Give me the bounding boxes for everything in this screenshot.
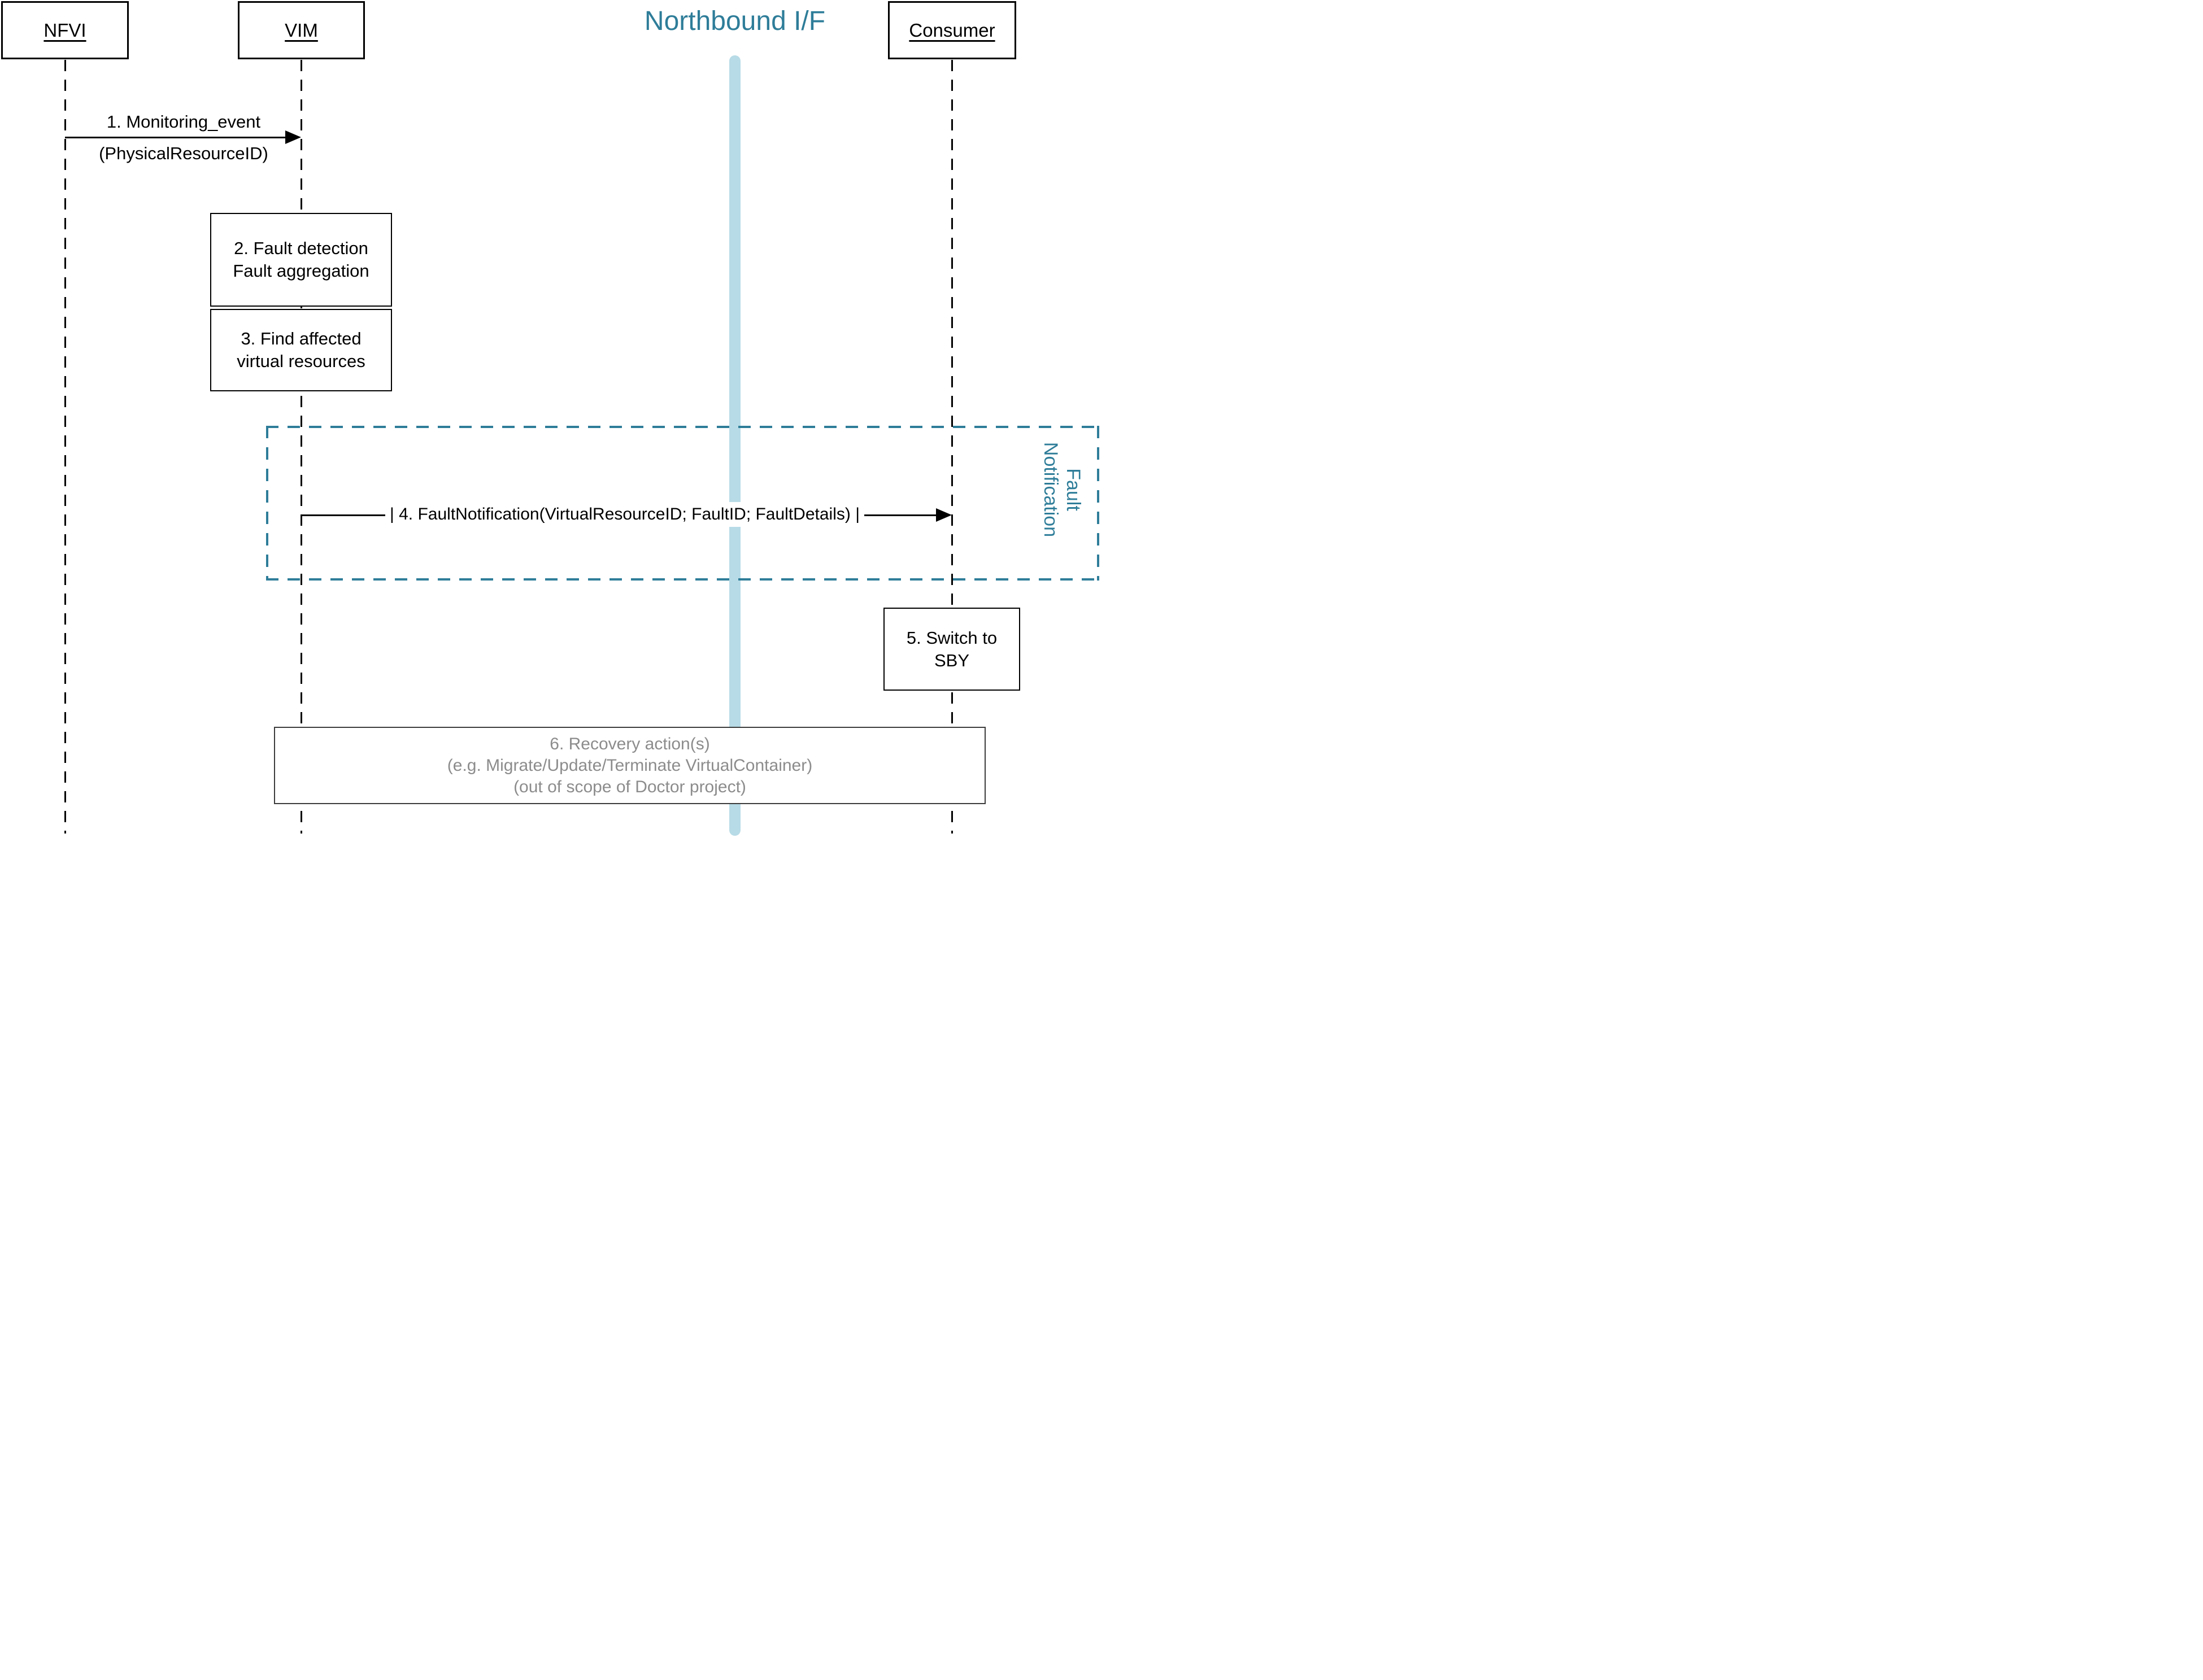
vim-lifeline [301,60,302,834]
group-frame-right-edge [1097,426,1099,581]
step2-line2: Fault aggregation [233,261,369,281]
message1-arrow-line [65,137,286,138]
group-label-line1: Fault [1063,468,1084,511]
participant-consumer: Consumer [888,1,1016,59]
message1-arrowhead-icon [285,130,301,144]
nfvi-lifeline [64,60,66,834]
group-frame-left-edge [266,426,268,581]
step2-line1: 2. Fault detection [234,238,368,258]
step6-line3: (out of scope of Doctor project) [513,777,746,796]
sequence-diagram: Northbound I/F Fault Notification NFVI V… [0,0,1102,840]
message1-label-line1: 1. Monitoring_event [106,112,261,132]
participant-vim-label: VIM [285,19,318,41]
consumer-lifeline [951,60,953,834]
step6-recovery-actions-box: 6. Recovery action(s) (e.g. Migrate/Upda… [274,727,986,804]
participant-vim: VIM [238,1,365,59]
message4-label: | 4. FaultNotification(VirtualResourceID… [385,502,865,527]
step2-fault-detection-box: 2. Fault detection Fault aggregation [210,213,392,307]
step5-line2: SBY [934,650,970,670]
participant-nfvi: NFVI [1,1,129,59]
group-frame-bottom-edge [266,578,1099,581]
step3-line2: virtual resources [237,351,365,371]
step3-line1: 3. Find affected [241,329,362,348]
fault-notification-group-label: Fault Notification [1039,422,1085,557]
northbound-interface-bar [729,55,741,836]
group-frame-top-edge [266,426,1099,428]
message1-label-line2: (PhysicalResourceID) [99,143,268,163]
participant-consumer-label: Consumer [909,19,995,41]
fault-notification-group-frame [266,426,1099,581]
northbound-interface-title: Northbound I/F [644,6,826,36]
step5-line1: 5. Switch to [906,627,998,648]
participant-nfvi-label: NFVI [43,19,86,41]
step3-find-affected-box: 3. Find affected virtual resources [210,309,392,391]
group-label-line2: Notification [1040,442,1061,538]
step6-line2: (e.g. Migrate/Update/Terminate VirtualCo… [447,756,813,775]
message4-arrowhead-icon [936,508,952,522]
step5-switch-to-sby-box: 5. Switch to SBY [883,608,1020,691]
step6-line1: 6. Recovery action(s) [550,734,710,753]
